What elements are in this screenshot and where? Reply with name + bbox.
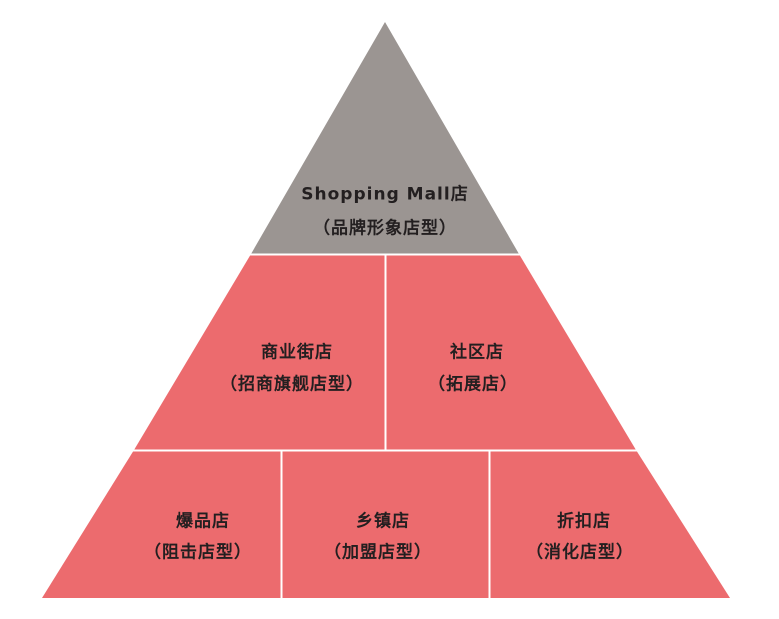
community-store-type: （拓展店）	[428, 374, 518, 395]
tier-top-shape	[251, 22, 519, 254]
community-store-label: 社区店	[450, 342, 504, 363]
commercial-street-store-label: 商业街店	[261, 342, 333, 363]
township-store-label: 乡镇店	[356, 511, 410, 532]
hot-item-store-label: 爆品店	[176, 511, 230, 532]
discount-store-label: 折扣店	[557, 511, 611, 532]
discount-store-type: （消化店型）	[526, 542, 634, 563]
hot-item-store-type: （阻击店型）	[144, 542, 252, 563]
shopping-mall-store-type: （品牌形象店型）	[313, 218, 457, 239]
township-store-type: （加盟店型）	[324, 542, 432, 563]
tier-bottom-shape	[42, 450, 730, 598]
shopping-mall-store-label: Shopping Mall店	[301, 184, 469, 205]
commercial-street-store-type: （招商旗舰店型）	[220, 374, 364, 395]
